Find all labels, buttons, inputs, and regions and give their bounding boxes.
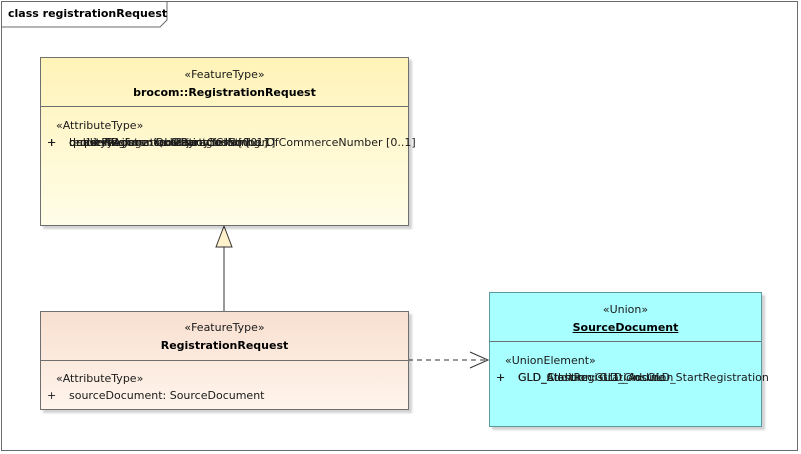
dependency-arrowhead (469, 351, 490, 369)
attribute-compartment: «AttributeType» +requestReference: Chara… (41, 117, 416, 149)
class-brocom-registration-request[interactable]: «FeatureType» brocom::RegistrationReques… (40, 57, 416, 226)
compartment-divider (41, 106, 408, 107)
section-stereotype: «AttributeType» (56, 372, 144, 385)
class-name: RegistrationRequest (160, 339, 289, 352)
class-registration-request[interactable]: «FeatureType» RegistrationRequest «Attri… (40, 311, 409, 410)
frame-tab (2, 2, 168, 28)
class-source-document[interactable]: «Union» SourceDocument «UnionElement» +G… (489, 292, 769, 427)
section-stereotype: «UnionElement» (505, 354, 596, 367)
class-stereotype: «FeatureType» (184, 321, 265, 334)
frame-label: class registrationRequest (8, 7, 168, 20)
class-stereotype: «FeatureType» (184, 68, 265, 81)
compartment-divider (490, 341, 761, 342)
class-name: SourceDocument (572, 321, 679, 334)
class-name: brocom::RegistrationRequest (133, 86, 316, 99)
element-compartment: «UnionElement» +GLD_StartRegistration: G… (490, 352, 769, 384)
compartment-divider (41, 360, 408, 361)
class-stereotype: «Union» (602, 303, 649, 316)
attribute-compartment: «AttributeType» +sourceDocument: SourceD… (41, 370, 408, 402)
generalization-arrowhead (215, 224, 233, 248)
section-stereotype: «AttributeType» (56, 119, 144, 132)
